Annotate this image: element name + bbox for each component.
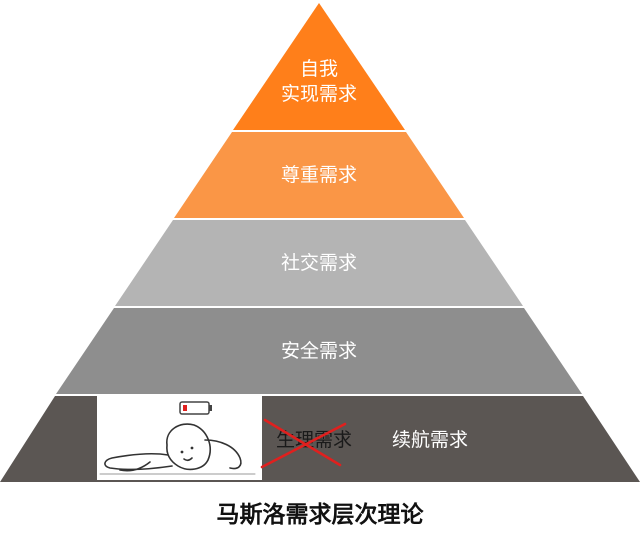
level-safety	[56, 308, 582, 394]
level-self-actualization-label-line2: 实现需求	[281, 83, 357, 105]
level-social-label: 社交需求	[281, 252, 357, 274]
diagram-caption: 马斯洛需求层次理论	[217, 501, 425, 528]
low-battery-icon	[179, 401, 212, 415]
level-self-actualization-label-line1: 自我	[300, 58, 338, 80]
illustration-panel	[97, 396, 262, 480]
lying-person-icon	[99, 423, 256, 475]
level-endurance-label: 续航需求	[392, 429, 468, 451]
level-esteem	[174, 132, 464, 218]
level-self-actualization	[233, 3, 405, 130]
strike-cross-icon	[260, 418, 347, 469]
level-safety-label: 安全需求	[281, 340, 357, 362]
level-esteem-label: 尊重需求	[281, 164, 357, 186]
level-social	[115, 220, 523, 306]
